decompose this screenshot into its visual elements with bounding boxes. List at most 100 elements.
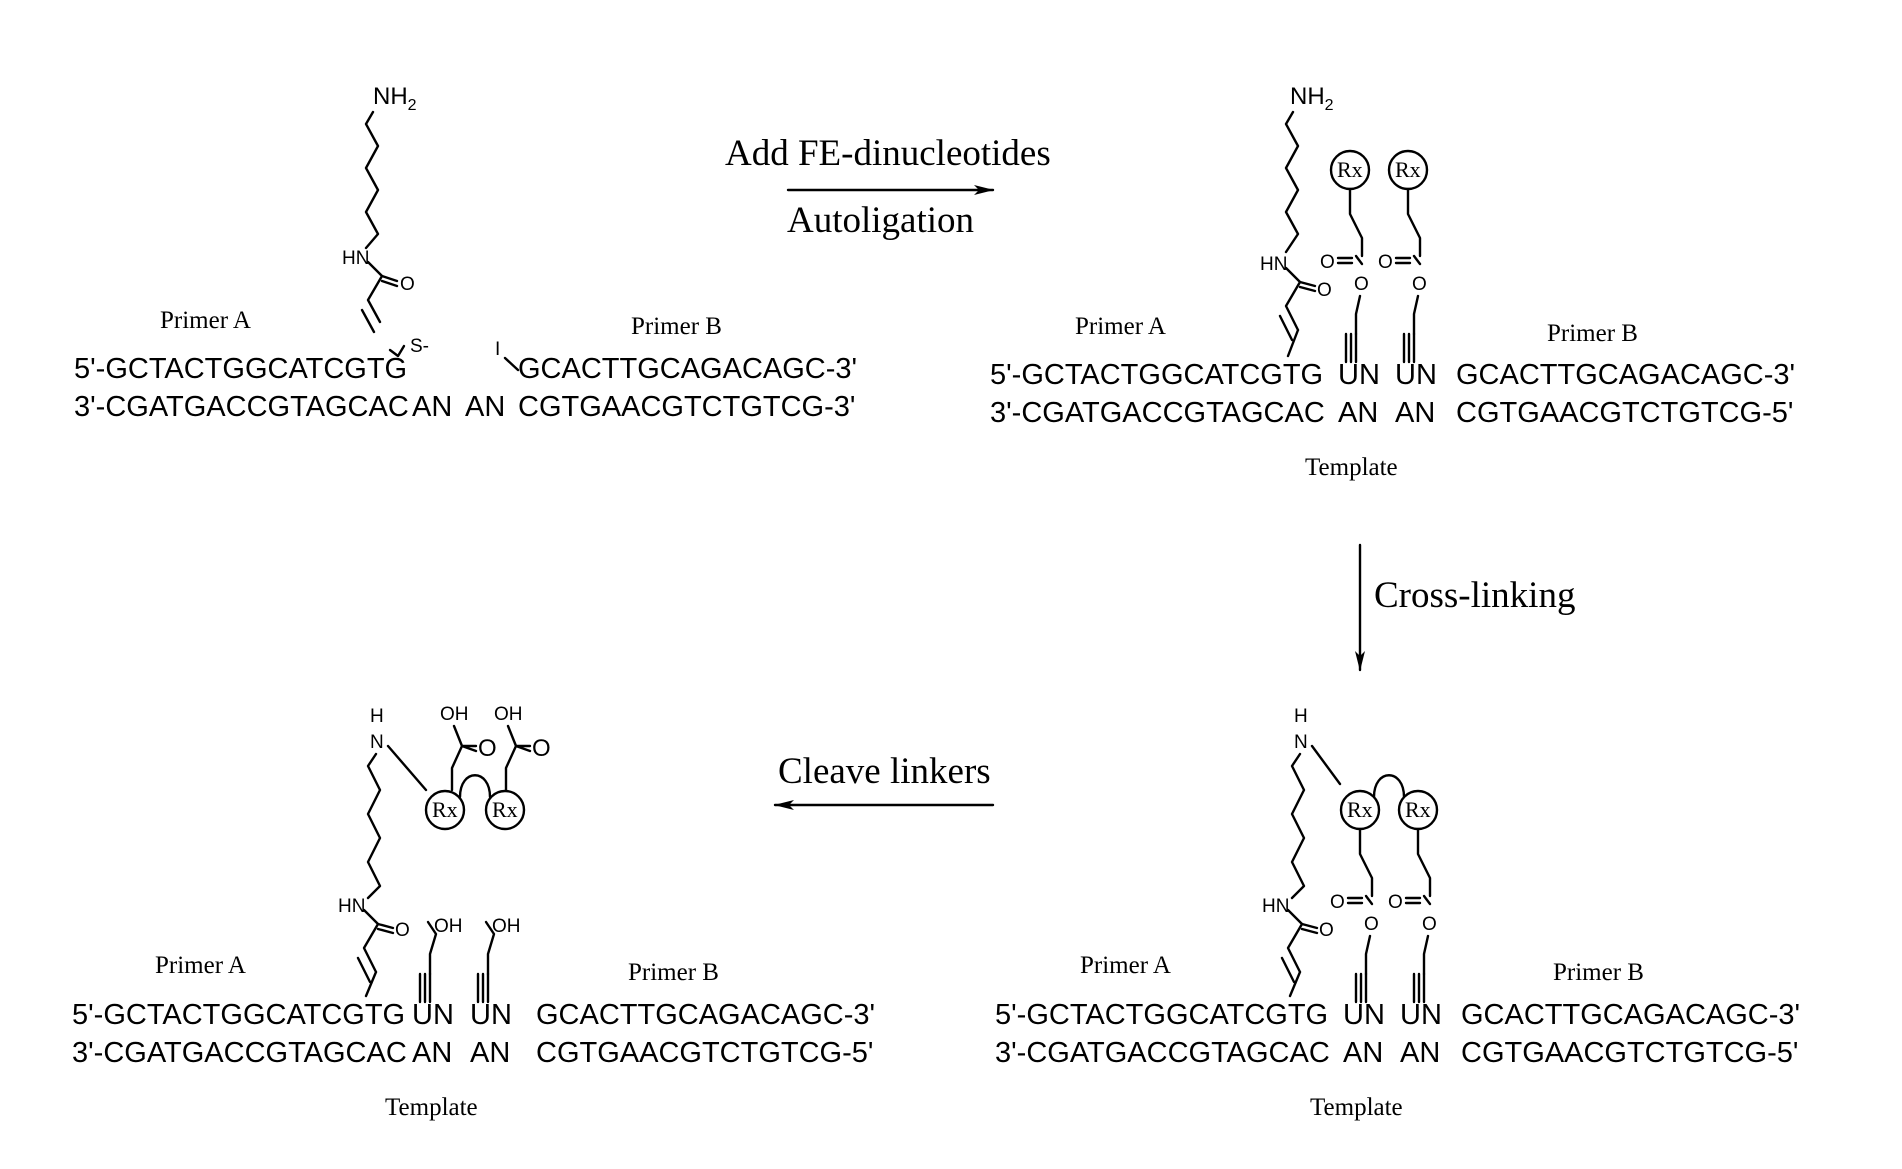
template-an-2: AN: [465, 391, 505, 423]
un-nucleotide-1: UN: [1343, 999, 1385, 1031]
triple-bond-2: [478, 974, 488, 1002]
reactive-linker-1: [1350, 189, 1362, 256]
primer-a-label: Primer A: [155, 952, 246, 979]
template-bottom-strand-a: 3'-CGATGACCGTAGCAC: [74, 391, 409, 423]
ester-o-1a: O: [1320, 252, 1335, 273]
alkyl-linker-chain: [1286, 112, 1298, 252]
carbonyl-bond: [378, 924, 393, 933]
crosslink-bond: [1312, 746, 1340, 784]
step-arrow-crosslinking: Cross-linking: [1360, 545, 1575, 670]
un-nucleotide-2: UN: [470, 999, 512, 1031]
primer-a-top-strand: 5'-GCTACTGGCATCGTG: [74, 353, 407, 385]
template-an-2: AN: [470, 1037, 510, 1069]
panel-crosslinked: Primer A Primer B H N HN O Rx Rx O O O O…: [995, 706, 1800, 1121]
primer-a-top-strand: 5'-GCTACTGGCATCGTG: [72, 999, 405, 1031]
triple-bond-2: [1404, 334, 1414, 362]
template-bottom-strand-a: 3'-CGATGACCGTAGCAC: [995, 1037, 1330, 1069]
hydroxyl-oh-1: OH: [434, 916, 463, 937]
amine-h: H: [370, 706, 384, 727]
template-bottom-strand-a: 3'-CGATGACCGTAGCAC: [990, 397, 1325, 429]
phosphate-link-1: [1356, 296, 1360, 334]
amide-hn: HN: [1260, 254, 1287, 275]
carboxyl-o-1: O: [478, 735, 497, 762]
primer-a-label: Primer A: [1075, 313, 1166, 340]
primer-b-label: Primer B: [1553, 959, 1644, 986]
step-label-crosslinking: Cross-linking: [1374, 575, 1575, 616]
alkyl-linker-chain: [368, 754, 380, 898]
un-nucleotide-1: UN: [412, 999, 454, 1031]
template-bottom-strand-a: 3'-CGATGACCGTAGCAC: [72, 1037, 407, 1069]
iodo-bond: [505, 358, 518, 370]
rx-label-1: Rx: [1337, 157, 1363, 182]
amide-hn: HN: [338, 896, 365, 917]
vinyl-linker: [362, 276, 382, 332]
iodo-label: I: [495, 339, 500, 360]
template-an-1: AN: [412, 391, 452, 423]
rx-label-2: Rx: [492, 797, 518, 822]
panel-autoligated: Primer A Primer B NH2 HN O Rx O O Rx O O…: [990, 83, 1795, 481]
triple-bond-1: [420, 974, 430, 1002]
ester-carbonyl-2: [1406, 896, 1430, 904]
un-nucleotide-1: UN: [1338, 359, 1380, 391]
vinyl-linker: [1282, 924, 1302, 996]
phosphate-link-2: [1414, 296, 1418, 334]
reactive-linker-1: [1360, 829, 1372, 896]
primer-b-top-strand: GCACTTGCAGACAGC-3': [1456, 359, 1795, 391]
amide-bond: [364, 910, 378, 924]
un-nucleotide-2: UN: [1400, 999, 1442, 1031]
triple-bond-1: [1356, 974, 1366, 1002]
step-label-autoligation: Autoligation: [787, 200, 974, 241]
carbonyl-oxygen: O: [400, 274, 415, 295]
carbonyl-oxygen: O: [395, 920, 410, 941]
primer-a-top-strand: 5'-GCTACTGGCATCGTG: [990, 359, 1323, 391]
primer-b-label: Primer B: [1547, 320, 1638, 347]
template-label: Template: [385, 1094, 478, 1121]
carboxyl-o-2: O: [532, 735, 551, 762]
primer-a-top-strand: 5'-GCTACTGGCATCGTG: [995, 999, 1328, 1031]
template-bottom-strand-b: CGTGAACGTCTGTCG-5': [1456, 397, 1793, 429]
step-label-cleave: Cleave linkers: [778, 751, 991, 792]
hydroxyl-oh-2: OH: [492, 916, 521, 937]
carboxyl-oh-2: OH: [494, 704, 523, 725]
reactive-linker-2: [1408, 189, 1420, 256]
rx-label-2: Rx: [1405, 797, 1431, 822]
amine-group: NH2: [1290, 83, 1334, 114]
primer-a-label: Primer A: [1080, 952, 1171, 979]
template-bottom-strand-b: CGTGAACGTCTGTCG-3': [518, 391, 855, 423]
rx-label-1: Rx: [1347, 797, 1373, 822]
ester-o-1b: O: [1354, 274, 1369, 295]
carbonyl-bond: [382, 276, 397, 286]
ester-o-2a: O: [1388, 892, 1403, 913]
ester-o-1a: O: [1330, 892, 1345, 913]
rx-label-2: Rx: [1395, 157, 1421, 182]
crosslink-bond: [388, 746, 426, 790]
amide-bond: [368, 262, 382, 276]
un-nucleotide-2: UN: [1395, 359, 1437, 391]
carbonyl-oxygen: O: [1317, 280, 1332, 301]
primer-b-top-strand: GCACTTGCAGACAGC-3': [518, 353, 857, 385]
carbonyl-bond: [1300, 282, 1315, 291]
template-label: Template: [1310, 1094, 1403, 1121]
primer-a-label: Primer A: [160, 307, 251, 334]
amide-bond: [1288, 910, 1302, 924]
alkyl-linker-chain: [366, 112, 378, 248]
ester-o-1b: O: [1364, 914, 1379, 935]
ester-o-2b: O: [1412, 274, 1427, 295]
carbonyl-bond: [1302, 924, 1317, 933]
template-bottom-strand-b: CGTGAACGTCTGTCG-5': [536, 1037, 873, 1069]
triple-bond-2: [1414, 974, 1424, 1002]
step-arrow-cleave: Cleave linkers: [775, 751, 993, 805]
template-an-1: AN: [412, 1037, 452, 1069]
rx-crosslink-arc: [460, 775, 490, 797]
alkyl-linker-chain: [1292, 754, 1304, 898]
panel-cleaved: Primer A Primer B H N HN O OH O OH O Rx …: [72, 704, 875, 1121]
vinyl-linker: [1280, 282, 1300, 356]
carbonyl-oxygen: O: [1319, 920, 1334, 941]
primer-b-top-strand: GCACTTGCAGACAGC-3': [1461, 999, 1800, 1031]
ester-carbonyl-2: [1396, 256, 1420, 264]
amine-n: N: [1294, 732, 1308, 753]
template-an-2: AN: [1395, 397, 1435, 429]
carboxyl-oh-1: OH: [440, 704, 469, 725]
ester-carbonyl-1: [1338, 256, 1362, 264]
